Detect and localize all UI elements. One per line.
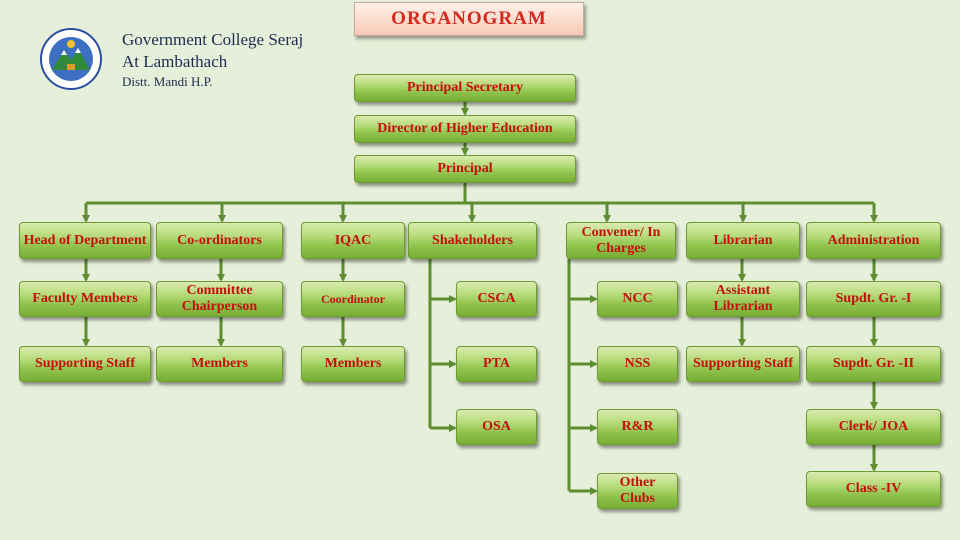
node-coordinator: Coordinator <box>301 281 405 317</box>
college-emblem-logo-icon <box>40 28 102 90</box>
node-director-higher-education: Director of Higher Education <box>354 115 576 143</box>
node-clerk-joa: Clerk/ JOA <box>806 409 941 445</box>
page-title: ORGANOGRAM <box>354 2 584 36</box>
node-supdt-gr-1: Supdt. Gr. -I <box>806 281 941 317</box>
node-r-and-r: R&R <box>597 409 678 445</box>
node-co-ordinators: Co-ordinators <box>156 222 283 259</box>
node-nss: NSS <box>597 346 678 382</box>
node-csca: CSCA <box>456 281 537 317</box>
node-supdt-gr-2: Supdt. Gr. -II <box>806 346 941 382</box>
node-convener-in-charges: Convener/ In Charges <box>566 222 676 259</box>
node-class-iv: Class -IV <box>806 471 941 507</box>
node-principal-secretary: Principal Secretary <box>354 74 576 102</box>
node-faculty-members: Faculty Members <box>19 281 151 317</box>
node-members-committee: Members <box>156 346 283 382</box>
node-ncc: NCC <box>597 281 678 317</box>
node-shakeholders: Shakeholders <box>408 222 537 259</box>
node-librarian: Librarian <box>686 222 800 259</box>
college-name: Government College Seraj At Lambathach <box>122 30 304 71</box>
node-supporting-staff-library: Supporting Staff <box>686 346 800 382</box>
node-other-clubs: Other Clubs <box>597 473 678 509</box>
node-administration: Administration <box>806 222 941 259</box>
college-district: Distt. Mandi H.P. <box>122 74 213 89</box>
node-supporting-staff-dept: Supporting Staff <box>19 346 151 382</box>
node-osa: OSA <box>456 409 537 445</box>
node-iqac: IQAC <box>301 222 405 259</box>
node-pta: PTA <box>456 346 537 382</box>
node-assistant-librarian: Assistant Librarian <box>686 281 800 317</box>
node-members-iqac: Members <box>301 346 405 382</box>
node-head-of-department: Head of Department <box>19 222 151 259</box>
node-committee-chairperson: Committee Chairperson <box>156 281 283 317</box>
node-principal: Principal <box>354 155 576 183</box>
